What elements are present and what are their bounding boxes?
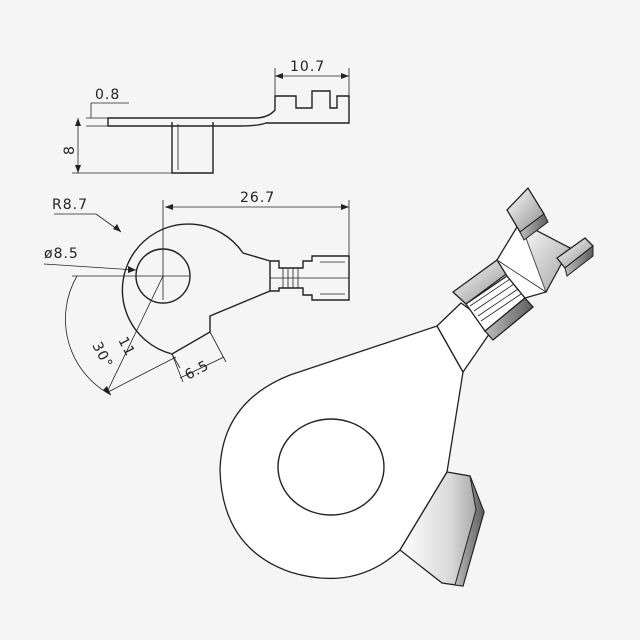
iso-serration-line [473, 283, 515, 312]
dim-tab-width: 6.5 [182, 358, 212, 384]
leader-hole-diameter [43, 263, 137, 271]
dim-crimp-length: 10.7 [290, 59, 325, 75]
side-profile [107, 90, 350, 127]
dim-line-tab-offset [107, 356, 177, 393]
arrowhead [103, 386, 111, 395]
iso-barrel-crease [496, 259, 547, 293]
dim-angle: 30° [88, 339, 115, 371]
arrowhead [75, 118, 81, 126]
ext-line [171, 353, 184, 383]
iso-ring-body [219, 325, 464, 580]
dim-line-tab-width [179, 356, 225, 379]
iso-serration-line [477, 288, 519, 317]
dim-tab-offset: 11 [114, 334, 137, 359]
iso-bent-tab-edge [454, 475, 485, 587]
iso-wire-wing-top-edge [519, 213, 549, 241]
angle-arc [65, 275, 112, 396]
dim-overall-length: 26.7 [240, 190, 275, 206]
ring-outline [121, 223, 271, 355]
arrowhead [165, 204, 173, 210]
arrowhead [75, 165, 81, 173]
dim-height: 8 [62, 145, 78, 155]
arrowhead [341, 73, 349, 79]
top-view: 26.7 R8.7 ø8.5 30° 11 6.5 [43, 190, 350, 396]
angle-ray [107, 275, 164, 391]
side-view: 10.7 0.8 8 [62, 59, 350, 174]
iso-serration-line [469, 278, 511, 307]
iso-serration-line [480, 293, 522, 322]
side-bent-tab [171, 122, 214, 174]
arrowhead [113, 224, 121, 232]
iso-ring-hole [277, 418, 385, 516]
dim-radius: R8.7 [52, 197, 88, 213]
iso-wire-wing-end-edge [564, 244, 594, 277]
iso-crimp-wing-right [484, 297, 534, 341]
arrowhead [275, 73, 283, 79]
arrowhead [341, 204, 349, 210]
dim-thickness: 0.8 [95, 87, 120, 103]
arrowhead [128, 266, 136, 273]
isometric-view [219, 186, 594, 587]
iso-barrel-shading [519, 220, 571, 294]
dim-hole-diameter: ø8.5 [44, 246, 79, 262]
